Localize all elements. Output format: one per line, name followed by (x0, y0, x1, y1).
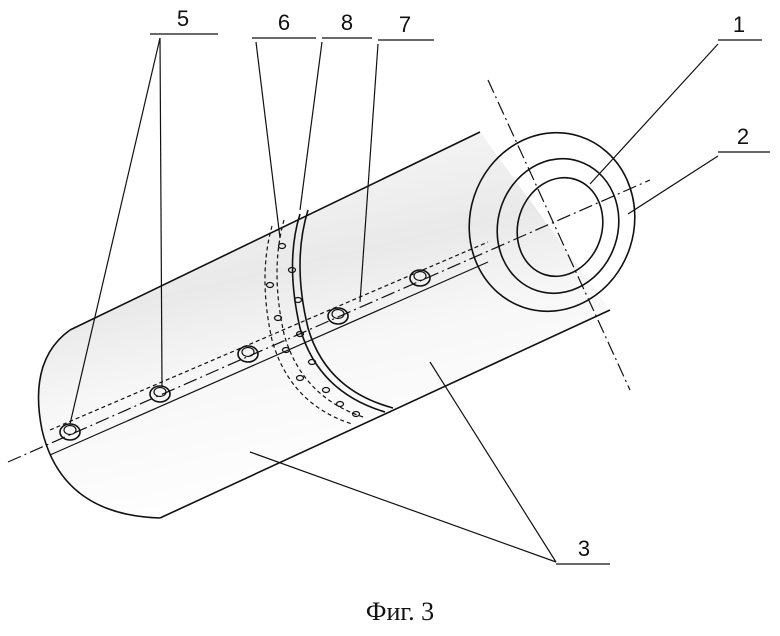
callout-3: 3 (578, 536, 590, 561)
fitting-3 (237, 345, 259, 363)
callout-1: 1 (733, 12, 745, 37)
sleeve-band (264, 209, 394, 425)
pipe-body (37, 131, 611, 519)
pipe-end-face (468, 131, 636, 313)
callout-2: 2 (737, 124, 749, 149)
callout-6: 6 (278, 10, 290, 35)
callout-5: 5 (177, 6, 189, 31)
figure-caption: Фиг. 3 (366, 597, 434, 626)
callout-7: 7 (399, 12, 411, 37)
sleeve-holes (265, 242, 361, 418)
center-lines (7, 79, 651, 463)
leader-lines (69, 33, 770, 565)
callout-8: 8 (341, 10, 353, 35)
